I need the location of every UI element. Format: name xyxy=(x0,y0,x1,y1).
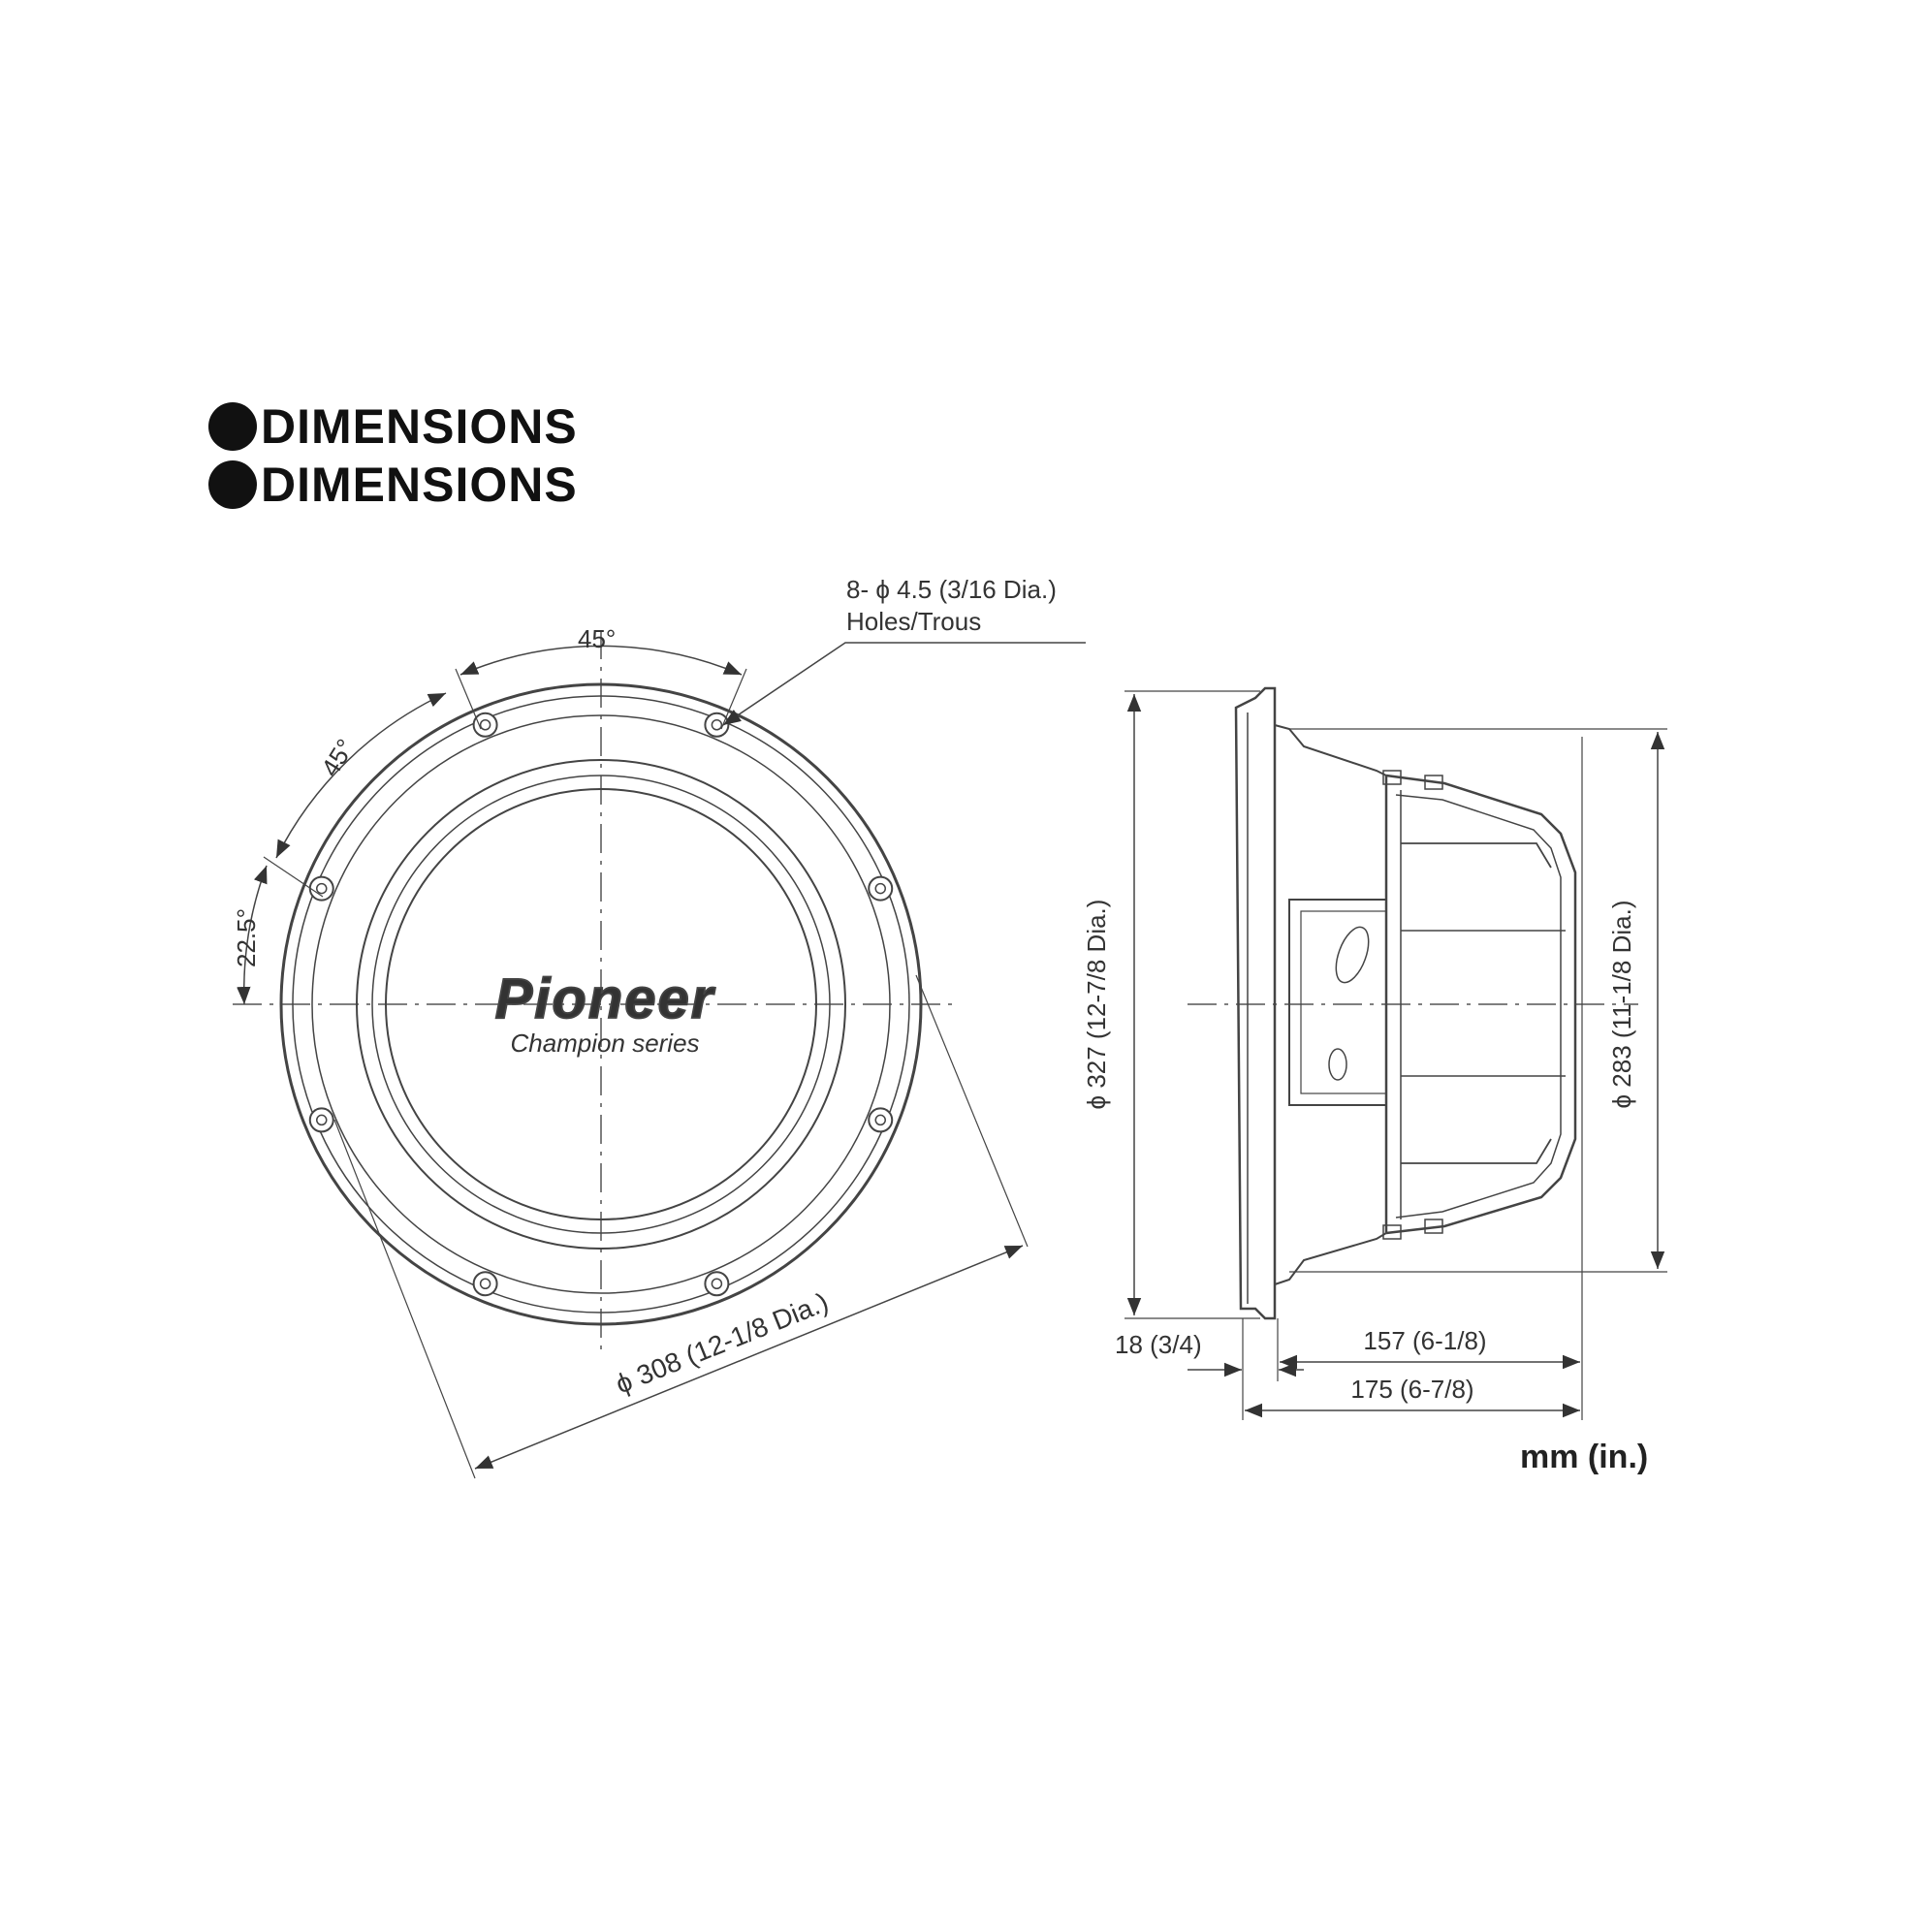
heading-title: DIMENSIONS xyxy=(261,399,578,454)
front-view xyxy=(233,630,1086,1479)
flange-depth-label: 18 (3/4) xyxy=(1115,1330,1202,1359)
mount-depth-label: 157 (6-1/8) xyxy=(1363,1326,1486,1355)
bullet-icon xyxy=(208,402,257,451)
mounting-hole xyxy=(868,875,894,902)
basket-rib-bottom xyxy=(1401,1138,1552,1164)
diameter-extension-2 xyxy=(333,1119,476,1479)
basket-diameter-label: ϕ 283 (11-1/8 Dia.) xyxy=(1607,901,1636,1109)
terminal-clip-top-2 xyxy=(1424,775,1443,790)
angle-label-left: 45° xyxy=(315,734,360,781)
terminal-clip-bottom-2 xyxy=(1424,1219,1443,1234)
mounting-hole xyxy=(308,875,334,902)
heading-row-french: DIMENSIONS xyxy=(208,456,578,514)
diameter-label: ϕ 308 (12-1/8 Dia.) xyxy=(612,1286,833,1399)
holes-label-line2: Holes/Trous xyxy=(846,607,981,636)
basket-inner xyxy=(1395,794,1562,1219)
bullet-icon xyxy=(208,460,257,509)
surround-inner-ring xyxy=(371,775,831,1234)
mounting-hole xyxy=(472,712,498,738)
extension-tick xyxy=(720,668,747,730)
holes-leader-line xyxy=(722,642,1086,726)
vent-oval-1 xyxy=(1335,926,1370,984)
basket-rib-top xyxy=(1401,842,1552,869)
angle-label-small: 22.5° xyxy=(232,908,261,967)
mounting-hole xyxy=(472,1271,498,1297)
magnet-inner xyxy=(1300,910,1387,1094)
mounting-hole xyxy=(308,1107,334,1133)
total-depth-label: 175 (6-7/8) xyxy=(1350,1375,1473,1404)
section-headings: DIMENSIONS DIMENSIONS xyxy=(208,397,578,514)
cone-profile-bottom xyxy=(1274,1232,1387,1285)
diameter-extension-1 xyxy=(915,974,1029,1248)
extension-tick xyxy=(455,668,482,730)
side-view xyxy=(1124,686,1667,1420)
heading-title: DIMENSIONS xyxy=(261,458,578,512)
magnet xyxy=(1288,899,1387,1106)
angle-label-top: 45° xyxy=(578,624,616,653)
outer-diameter-label: ϕ 327 (12-7/8 Dia.) xyxy=(1082,900,1111,1110)
diameter-dimension-line xyxy=(474,1245,1024,1470)
extension-tick xyxy=(263,856,324,898)
basket-outer xyxy=(1385,774,1577,1235)
cone-ring xyxy=(385,788,817,1220)
logo-series-text: Champion series xyxy=(510,1029,699,1058)
terminal-clip-bottom xyxy=(1382,1224,1402,1240)
mounting-hole xyxy=(704,712,730,738)
angle-arc-small xyxy=(237,865,268,1005)
mounting-hole xyxy=(868,1107,894,1133)
cone-profile-top xyxy=(1274,724,1387,776)
heading-row-english: DIMENSIONS xyxy=(208,397,578,456)
flange xyxy=(1234,686,1277,1320)
angle-arc-left xyxy=(275,692,447,859)
logo-brand-text: Pioneer xyxy=(495,967,716,1030)
holes-label-line1: 8- ϕ 4.5 (3/16 Dia.) xyxy=(846,575,1057,604)
angle-arc-top xyxy=(459,645,743,676)
mounting-hole xyxy=(704,1271,730,1297)
units-label: mm (in.) xyxy=(1520,1439,1649,1475)
terminal-clip-top xyxy=(1382,770,1402,785)
pioneer-logo: Pioneer Champion series xyxy=(494,966,716,1058)
vent-oval-2 xyxy=(1328,1048,1347,1081)
